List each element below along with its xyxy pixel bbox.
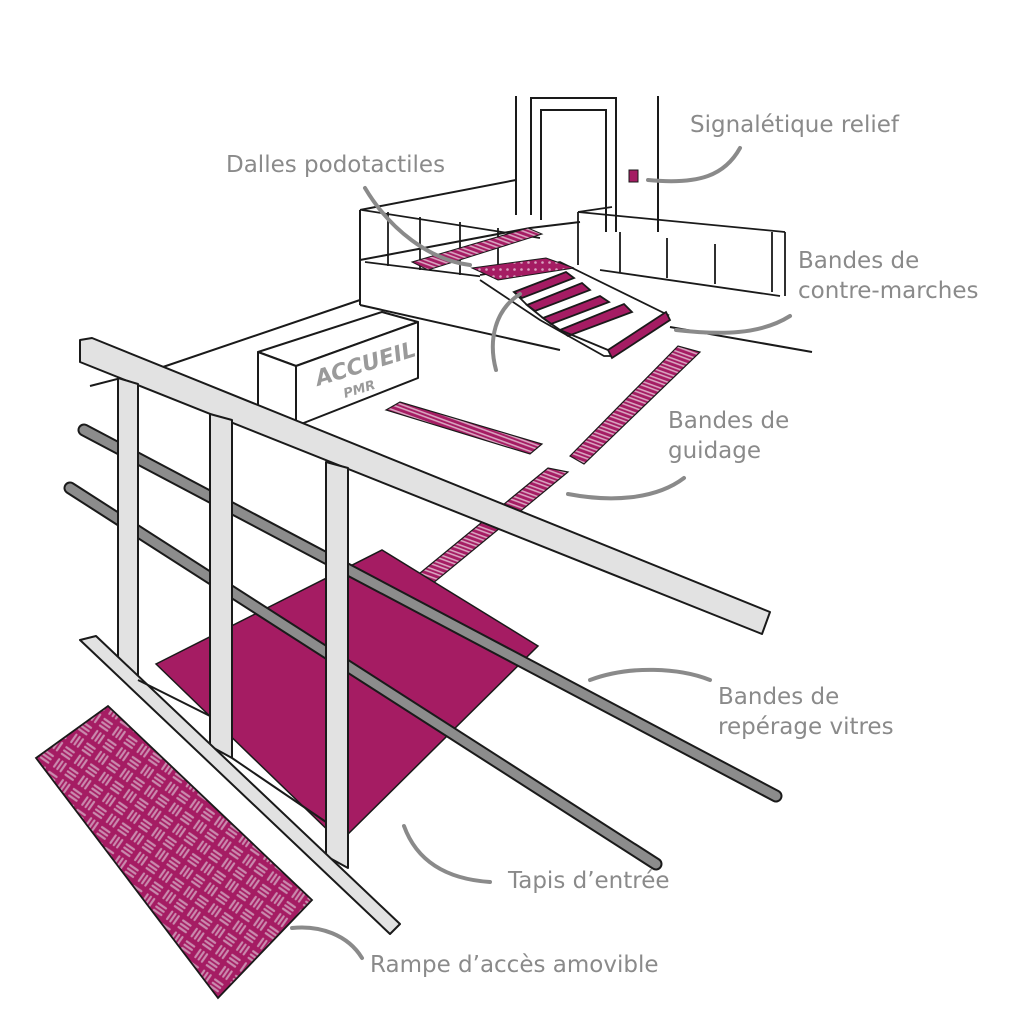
label-rampe-acces: Rampe d’accès amovible [370, 950, 659, 980]
label-bandes-contre-marches: Bandes de contre-marches [798, 246, 979, 306]
label-tapis-entree: Tapis d’entrée [508, 866, 670, 896]
building [89, 96, 813, 387]
reception-desk: ACCUEIL PMR [257, 311, 419, 427]
door [530, 97, 617, 232]
staircase [479, 261, 672, 360]
label-text: contre-marches [798, 278, 979, 304]
label-text: Bandes de [668, 408, 790, 434]
tactile-sign [628, 169, 639, 183]
front-railing [79, 337, 771, 935]
label-text: repérage vitres [718, 714, 894, 740]
label-text: Dalles podotactiles [226, 152, 446, 178]
guidance-strips [384, 345, 702, 585]
label-text: Rampe d’accès amovible [370, 952, 659, 978]
leader-lines [290, 146, 792, 960]
upper-right-railing [577, 206, 786, 297]
label-dalles-podotactiles: Dalles podotactiles [226, 150, 445, 180]
removable-ramp [34, 704, 314, 1000]
label-text: Tapis d’entrée [508, 868, 670, 894]
label-bandes-guidage: Bandes de guidage [668, 406, 789, 466]
label-text: Bandes de [798, 248, 920, 274]
label-signaletique-relief: Signalétique relief [690, 110, 899, 140]
label-bandes-reperage-vitres: Bandes de repérage vitres [718, 682, 894, 742]
label-text: guidage [668, 438, 762, 464]
label-text: Signalétique relief [690, 112, 899, 138]
glass-marking-bars [63, 423, 783, 871]
label-text: Bandes de [718, 684, 840, 710]
